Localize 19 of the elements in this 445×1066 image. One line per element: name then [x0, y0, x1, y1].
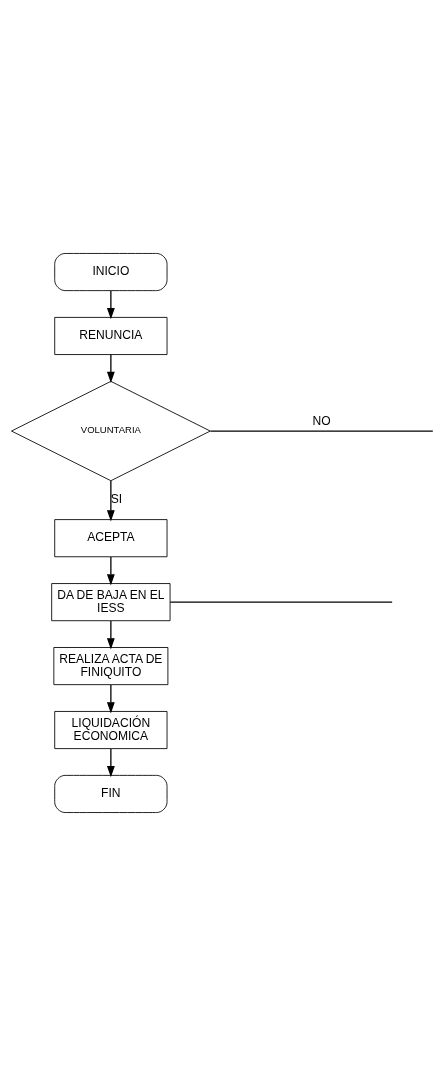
node-box: INICIO	[54, 253, 168, 292]
node-box: ACEPTA	[54, 519, 168, 558]
connector	[209, 430, 434, 432]
arrow	[106, 556, 115, 586]
edge-label: NO	[312, 414, 331, 429]
edge-label: SI	[110, 492, 123, 507]
arrow	[106, 353, 115, 383]
connector	[169, 601, 393, 603]
node-diamond: VOLUNTARIA	[11, 380, 211, 482]
node-box: DA DE BAJA EN EL IESS	[51, 583, 171, 622]
arrow	[106, 684, 115, 714]
node-box: RENUNCIA	[54, 316, 168, 355]
node-box: FIN	[54, 774, 168, 813]
arrow	[106, 620, 115, 650]
arrow	[106, 480, 115, 522]
arrow	[106, 748, 115, 778]
arrow	[106, 290, 115, 320]
node-box: REALIZA ACTA DE FINIQUITO	[53, 647, 169, 686]
node-box: LIQUIDACIÓN ECONOMICA	[54, 711, 168, 750]
